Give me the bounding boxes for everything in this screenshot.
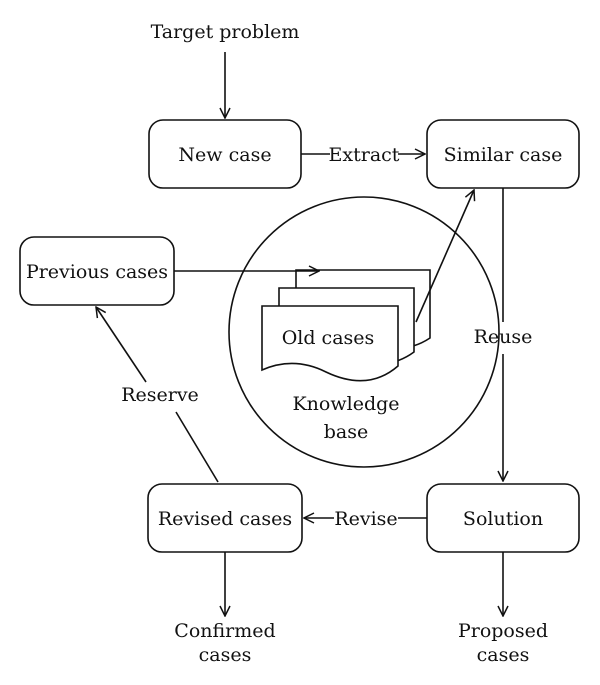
confirmed-cases-label-line1: Confirmed — [174, 620, 275, 642]
knowledge-base-label-line2: base — [324, 421, 369, 443]
document-front — [261, 305, 399, 382]
previous-cases-label: Previous cases — [26, 261, 168, 283]
proposed-cases-label-line2: cases — [477, 644, 530, 666]
target-problem-label: Target problem — [151, 21, 300, 43]
revise-edge-label: Revise — [334, 508, 397, 530]
new-case-label: New case — [178, 144, 271, 166]
reserve-edge-label: Reserve — [121, 384, 199, 406]
knowledge-base-label-line1: Knowledge — [292, 393, 399, 415]
solution-label: Solution — [463, 508, 543, 530]
confirmed-cases-label-line2: cases — [199, 644, 252, 666]
old-cases-document-stack: Old cases — [261, 269, 431, 382]
similar-case-label: Similar case — [444, 144, 563, 166]
reuse-edge-label: Reuse — [474, 326, 533, 348]
proposed-cases-label-line1: Proposed — [458, 620, 548, 642]
old-cases-to-similar-case-arrow — [415, 190, 474, 323]
revised-cases-label: Revised cases — [158, 508, 292, 530]
extract-edge-label: Extract — [329, 144, 400, 166]
reserve-to-previous-cases-arrow — [96, 307, 147, 383]
old-cases-label: Old cases — [282, 327, 375, 349]
revised-cases-to-reserve-line — [175, 411, 219, 483]
